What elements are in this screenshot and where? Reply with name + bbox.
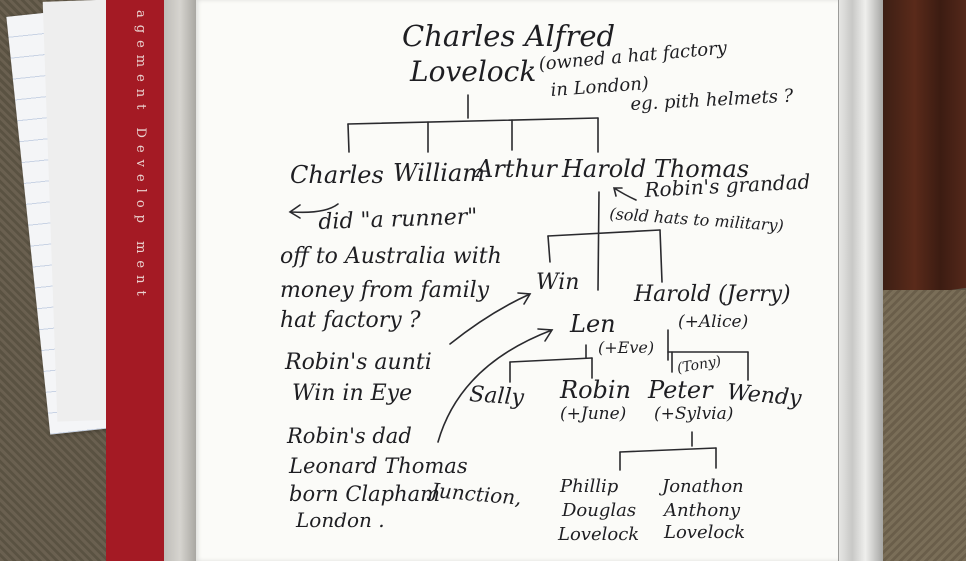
arrow-dad-to-len	[437, 328, 554, 443]
son-harold-thomas: Harold Thomas	[562, 155, 750, 183]
clipboard-right-edge	[838, 0, 883, 561]
line-peter-kids-bar	[619, 447, 717, 453]
name-douglas: Douglas	[562, 500, 637, 521]
runner-note-line4: hat factory ?	[280, 308, 421, 333]
son-charles: Charles	[290, 161, 384, 189]
ancestor-first-names: Charles Alfred	[402, 19, 616, 53]
son-arthur: Arthur	[476, 155, 557, 183]
line-gen3-bar	[547, 229, 661, 237]
surname-phillip: Lovelock	[558, 524, 640, 545]
ancestor-surname: Lovelock	[410, 55, 537, 88]
runner-note-line1: did "a runner"	[317, 204, 478, 235]
arrow-charles-back	[288, 203, 339, 219]
aunt-note-line2: Win in Eye	[292, 381, 413, 406]
name-anthony: Anthony	[664, 500, 741, 521]
son-william: William	[393, 159, 486, 187]
line-gen3-harold	[659, 229, 663, 283]
line-son-charles	[347, 123, 350, 153]
surname-jonathon: Lovelock	[664, 522, 746, 543]
spouse-sylvia: (+Sylvia)	[654, 404, 734, 424]
arrow-aunt-to-win	[449, 292, 532, 345]
spouse-june: (+June)	[560, 404, 627, 424]
red-binder	[106, 0, 166, 561]
dad-note-line3: born Clapham	[289, 482, 441, 506]
name-len: Len	[570, 310, 616, 338]
name-sally: Sally	[468, 382, 525, 411]
dad-note-line2: Leonard Thomas	[289, 454, 468, 478]
paper-sheet	[196, 0, 841, 561]
name-jonathon: Jonathon	[662, 476, 744, 497]
line-gen3-win	[547, 235, 551, 263]
name-harold-jerry: Harold (Jerry)	[634, 282, 791, 307]
line-harold-stem	[597, 191, 600, 291]
dad-note-line1: Robin's dad	[287, 424, 412, 448]
dad-note-line4: London .	[296, 508, 385, 532]
runner-note-line2: off to Australia with	[280, 244, 502, 269]
runner-note-line3: money from family	[280, 278, 490, 303]
line-sons-bar	[347, 117, 599, 125]
spouse-eve: (+Eve)	[598, 338, 655, 357]
clipboard-left-edge	[164, 0, 196, 561]
name-phillip: Phillip	[560, 476, 619, 497]
spouse-alice: (+Alice)	[678, 312, 749, 332]
name-robin: Robin	[560, 376, 632, 404]
aunt-note-line1: Robin's aunti	[285, 350, 432, 375]
name-win: Win	[536, 270, 580, 295]
name-peter: Peter	[648, 376, 713, 404]
binder-spine-text: agement Develop ment	[133, 10, 148, 303]
carpet-right	[880, 290, 966, 561]
line-len-bar	[509, 357, 593, 363]
arrow-grandad	[612, 187, 637, 201]
